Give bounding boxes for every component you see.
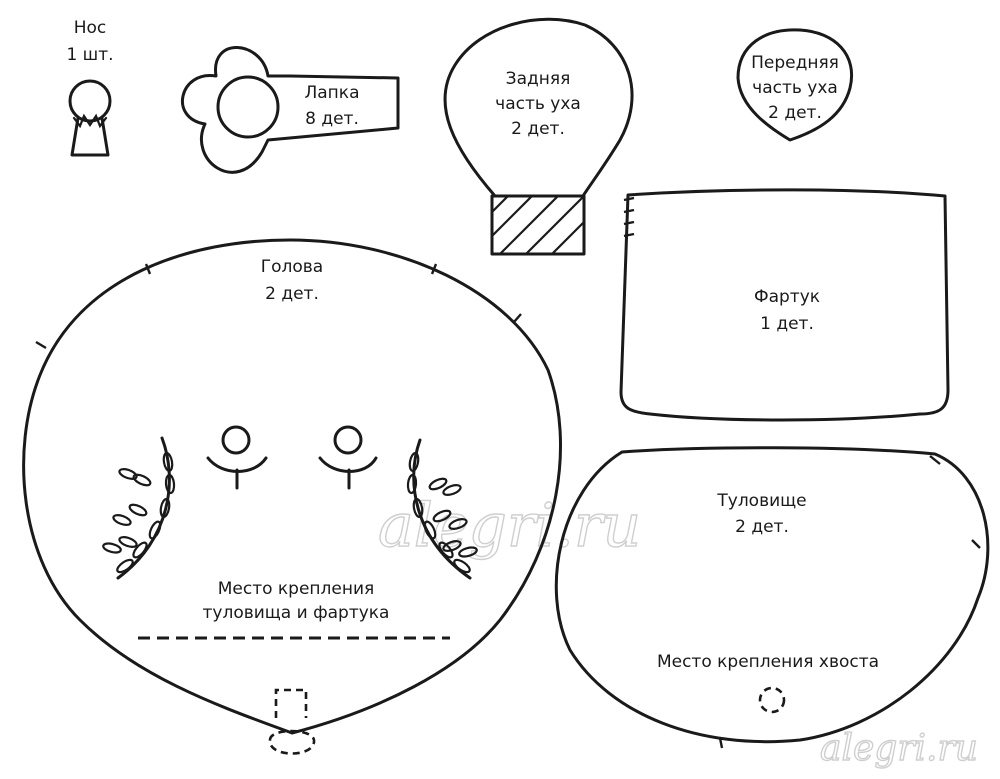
nose-piece: Нос 1 шт. [66,18,114,157]
ear-back-tab [490,194,586,256]
apron-outline [619,188,950,422]
head-outline [22,238,562,735]
apron-name: Фартук [754,287,820,307]
ear-back-outline [443,17,634,198]
body-notches [718,455,981,749]
ear-front-outline [736,28,853,142]
eye-right [318,425,378,490]
body-count: 2 дет. [735,517,789,537]
apron-notches [623,196,635,238]
paw-piece: Лапка 8 дет. [180,46,400,174]
ear-back-line2: часть уха [495,94,581,114]
nose-attach-mark [274,688,308,718]
head-note-line1: Место крепления [218,579,375,599]
ear-front-piece: Передняя часть уха 2 дет. [736,28,853,142]
ear-front-line1: Передняя [751,53,839,73]
head-piece: Голова 2 дет. [22,238,562,755]
eye-left [206,425,268,490]
body-piece: Туловище 2 дет. Место крепления хвоста [554,446,990,749]
ear-front-count: 2 дет. [768,103,822,123]
paw-name: Лапка [304,83,359,103]
ear-back-piece: Задняя часть уха 2 дет. [443,17,634,256]
head-name: Голова [261,257,323,277]
paw-inner-circle [216,75,280,139]
head-note-line2: туловища и фартука [203,603,390,623]
body-name: Туловище [716,491,806,511]
apron-piece: Фартук 1 дет. [619,188,950,422]
ear-back-line1: Задняя [506,69,571,89]
nose-name: Нос [74,18,107,38]
nose-count: 1 шт. [66,45,113,65]
ear-back-hatch [490,194,586,256]
nose-stem [70,116,110,157]
ear-back-count: 2 дет. [511,119,565,139]
head-count: 2 дет. [265,284,319,304]
whiskers-left [102,436,176,580]
head-notches [35,263,522,350]
body-outline [554,446,990,744]
nose-gather-stitch [72,113,108,129]
body-note: Место крепления хвоста [657,652,879,672]
tail-attach-circle [758,686,786,714]
ear-front-line2: часть уха [752,78,838,98]
apron-count: 1 дет. [760,314,814,334]
watermark-corner: alegri.ru [820,728,978,769]
nose-circle [68,79,112,123]
paw-count: 8 дет. [305,109,359,129]
whiskers-right [406,438,478,580]
nose-attach-circle [268,729,316,755]
paw-outline [180,46,400,174]
